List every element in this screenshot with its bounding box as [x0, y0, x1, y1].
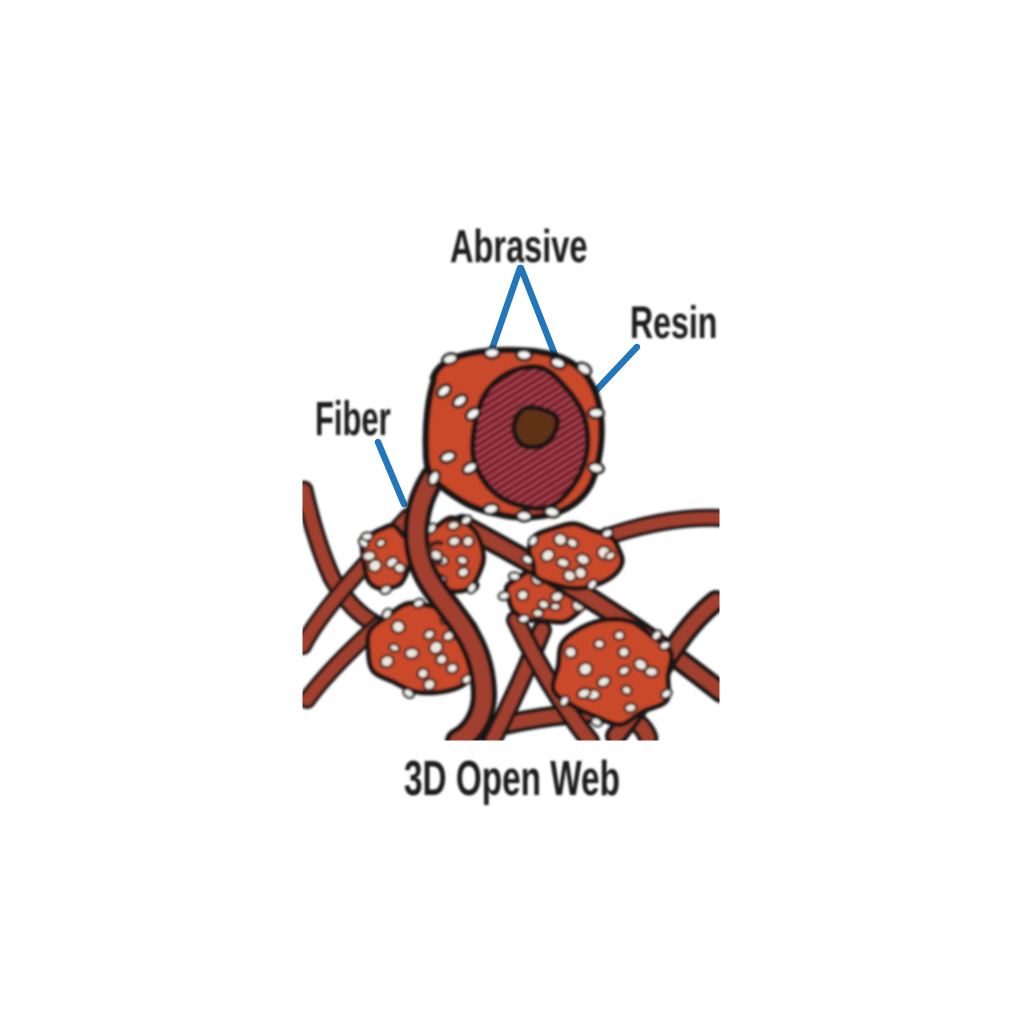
svg-text:3D Open Web: 3D Open Web — [404, 751, 620, 806]
svg-text:Abrasive: Abrasive — [450, 220, 587, 272]
svg-text:Resin: Resin — [630, 298, 717, 349]
svg-text:Fiber: Fiber — [315, 391, 391, 446]
